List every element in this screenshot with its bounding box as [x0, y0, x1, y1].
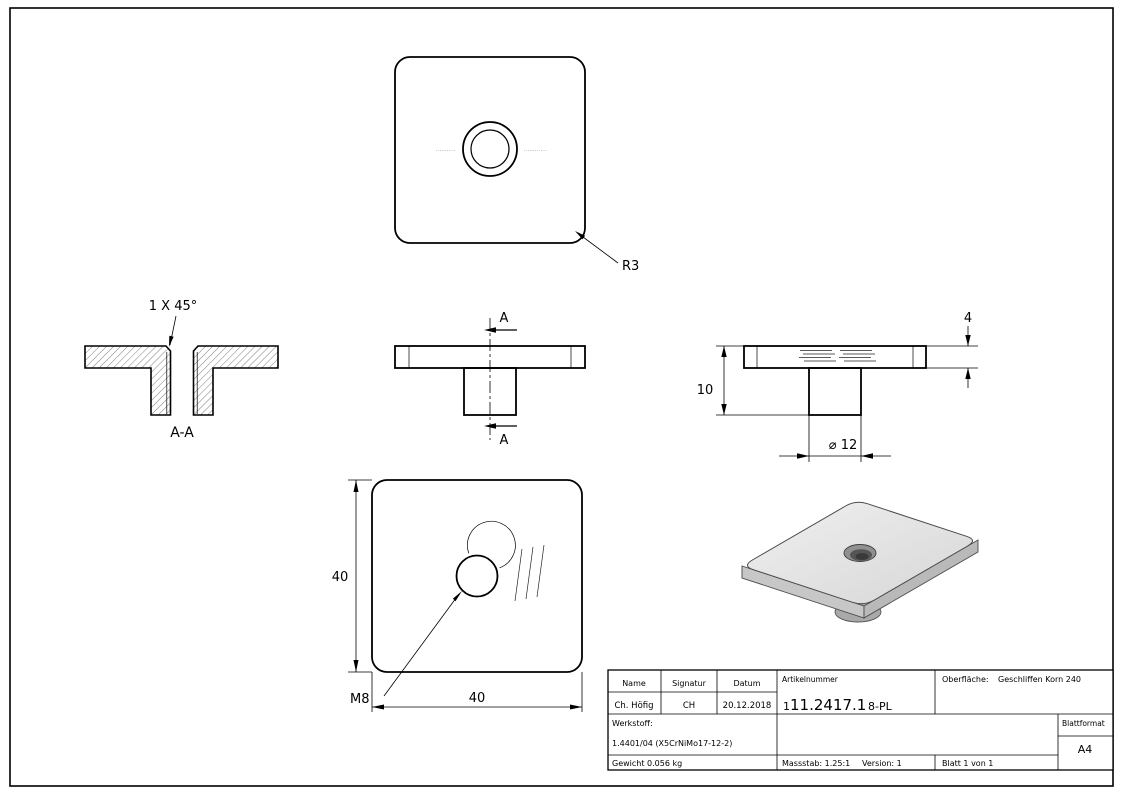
bottom-view: 40 40 M8	[332, 479, 583, 712]
section-arrow-label-top: A	[500, 311, 509, 326]
height-dimension-label: 40	[332, 570, 349, 585]
section-right-half	[192, 345, 279, 416]
thickness-dimension-label: 4	[964, 311, 972, 326]
boss-diameter-dimension-label: ⌀ 12	[829, 438, 858, 453]
format-value: A4	[1078, 743, 1093, 756]
chamfer-leader-arrow	[169, 335, 174, 347]
radius-leader-arrow	[575, 231, 586, 240]
surface-label: Oberfläche:	[942, 675, 989, 684]
header-name: Name	[622, 679, 646, 688]
dim-arrow	[353, 480, 359, 492]
weight-value: Gewicht 0.056 kg	[612, 759, 682, 768]
radius-dimension-label: R3	[622, 259, 639, 274]
isometric-view	[741, 501, 979, 623]
grinding-marks	[514, 544, 545, 602]
dim-arrow	[861, 453, 873, 459]
page-border	[9, 7, 1114, 787]
dim-arrow	[353, 660, 359, 672]
title-block-grid	[608, 670, 1113, 770]
scale-value: Massstab: 1.25:1	[782, 759, 850, 768]
thread-major-arc	[467, 520, 516, 569]
thread-dimension-label: M8	[350, 692, 370, 707]
article-number-suffix: 8-PL	[868, 700, 893, 713]
value-signature: CH	[683, 701, 695, 711]
radius-leader-line	[578, 233, 619, 264]
section-left-half	[84, 345, 172, 416]
header-date: Datum	[733, 679, 760, 688]
plate-outline-top	[394, 56, 586, 244]
surface-value: Geschliffen Korn 240	[998, 675, 1081, 684]
height-dimension-label: 10	[697, 383, 714, 398]
plate-outline-side	[743, 345, 927, 369]
front-view: A A	[394, 311, 586, 448]
format-label: Blattformat	[1062, 719, 1105, 728]
section-arrow-bottom	[484, 423, 496, 429]
thread-leader-arrow	[452, 591, 462, 602]
dim-arrow	[721, 404, 727, 415]
hole-thread-circle	[470, 129, 510, 169]
article-number-label: Artikelnummer	[782, 675, 839, 684]
article-number-main: 11.2417.1	[790, 696, 866, 714]
section-arrow-label-bottom: A	[500, 433, 509, 448]
hole-chamfer-circle	[462, 121, 518, 177]
section-arrow-top	[484, 327, 496, 333]
material-label: Werkstoff:	[612, 719, 653, 728]
grinding-marks	[799, 350, 876, 362]
top-view: ··········· ············· R3	[394, 56, 639, 274]
hole-3d-depth	[855, 553, 869, 560]
dim-arrow	[721, 346, 727, 357]
marking-text-right: ·············	[524, 149, 548, 154]
dim-arrow	[965, 335, 971, 346]
marking-text-left: ···········	[436, 149, 456, 154]
thread-leader-line	[383, 593, 460, 697]
article-number-prefix: 1	[783, 700, 790, 713]
side-view: 4 10 ⌀ 12	[697, 311, 978, 462]
section-view-label: A-A	[170, 425, 194, 441]
value-date: 20.12.2018	[723, 701, 772, 711]
title-block: Name Signatur Datum Ch. Höfig CH 20.12.2…	[607, 669, 1114, 771]
value-name: Ch. Höfig	[614, 701, 653, 711]
dim-arrow	[965, 368, 971, 379]
boss-outline-side	[808, 367, 862, 416]
title-block-border	[607, 669, 1114, 771]
material-value: 1.4401/04 (X5CrNiMo17-12-2)	[612, 739, 732, 748]
plate-outline-bottom	[371, 479, 583, 673]
thread-minor-circle	[455, 554, 499, 598]
dim-arrow	[372, 704, 384, 710]
section-view-aa: 1 X 45° A-A	[84, 299, 279, 441]
header-signature: Signatur	[672, 679, 707, 688]
width-dimension-label: 40	[469, 691, 486, 706]
version-value: Version: 1	[862, 759, 902, 768]
chamfer-dimension-label: 1 X 45°	[149, 299, 197, 314]
dim-arrow	[797, 453, 809, 459]
dim-arrow	[570, 704, 582, 710]
sheet-value: Blatt 1 von 1	[942, 759, 993, 768]
